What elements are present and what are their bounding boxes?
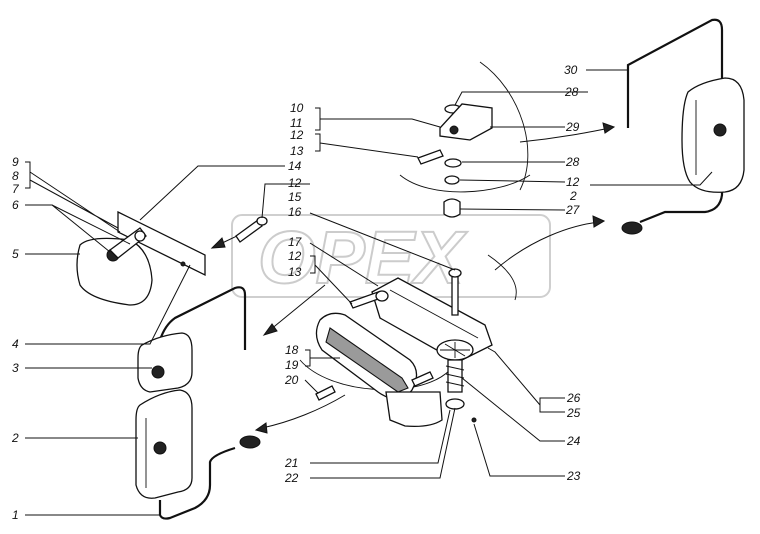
callout-15: 15 — [288, 190, 302, 204]
callout-27: 27 — [565, 203, 581, 217]
callout-26: 26 — [566, 391, 581, 405]
assembly-arrows — [210, 122, 616, 434]
callout-9: 9 — [12, 155, 19, 169]
screw-15 — [235, 219, 263, 243]
swing-arc-mid — [399, 174, 531, 193]
callout-8: 8 — [12, 169, 19, 183]
callout-29: 29 — [565, 120, 580, 134]
callout-19: 19 — [285, 358, 299, 372]
right-mirror-pivot — [713, 123, 727, 137]
washer-28-low — [444, 158, 462, 168]
callout-2-left: 2 — [11, 431, 19, 445]
washer-12-top — [444, 175, 460, 185]
callout-6: 6 — [12, 198, 19, 212]
swing-arc-right — [487, 254, 517, 301]
washer-21 — [445, 398, 465, 410]
callout-12-right: 12 — [566, 175, 580, 189]
callout-12-mid: 12 — [288, 176, 302, 190]
callout-4: 4 — [12, 337, 19, 351]
callout-18: 18 — [285, 343, 299, 357]
callout-labels: 30 28 29 28 12 2 27 10 11 12 13 14 12 15… — [11, 63, 581, 522]
callout-1: 1 — [12, 508, 19, 522]
callout-10: 10 — [290, 101, 304, 115]
left-lower-rod — [158, 446, 236, 520]
callout-2-right: 2 — [569, 189, 577, 203]
callout-17: 17 — [288, 235, 303, 249]
right-mirror-glass — [681, 77, 745, 193]
watermark-text: OPEX — [258, 216, 468, 299]
top-hinge-stack — [417, 103, 493, 218]
callout-16: 16 — [288, 205, 302, 219]
left-mirror-assembly — [135, 286, 261, 520]
left-upper-rod — [158, 286, 247, 341]
callout-5: 5 — [12, 247, 19, 261]
right-mirror-bracket — [626, 18, 724, 118]
callout-28-second: 28 — [565, 155, 580, 169]
nut-27 — [443, 198, 461, 218]
right-mirror-foot-clamp — [621, 221, 643, 235]
callout-12-low: 12 — [288, 249, 302, 263]
callout-20: 20 — [284, 373, 299, 387]
bolt-16 — [451, 274, 459, 316]
callout-12-top: 12 — [290, 128, 304, 142]
callout-7: 7 — [12, 182, 20, 196]
callout-14: 14 — [288, 159, 302, 173]
base-block-19 — [385, 391, 443, 428]
callout-3: 3 — [12, 361, 19, 375]
callout-23: 23 — [566, 469, 581, 483]
right-mirror-assembly — [621, 18, 745, 235]
leader-lines — [25, 69, 713, 516]
right-mirror-lower-rod — [639, 180, 724, 224]
callout-11: 11 — [290, 116, 302, 130]
pin-23 — [471, 417, 477, 423]
upper-mirror-3 — [137, 332, 193, 393]
left-interior-mirror-assembly — [76, 210, 206, 306]
callout-28: 28 — [564, 85, 579, 99]
callout-22: 22 — [284, 471, 299, 485]
callout-25: 25 — [566, 406, 581, 420]
central-mount-assembly — [315, 268, 493, 428]
screw-20 — [315, 385, 336, 401]
callout-13-top: 13 — [290, 144, 304, 158]
swing-arc-top — [479, 61, 529, 191]
callout-24: 24 — [566, 434, 581, 448]
washer-12-mid — [375, 290, 389, 302]
left-foot-clamp — [239, 435, 261, 449]
callout-21: 21 — [284, 456, 298, 470]
bolt-13-top — [417, 149, 444, 165]
callout-30: 30 — [564, 63, 578, 77]
callout-13-low: 13 — [288, 265, 302, 279]
